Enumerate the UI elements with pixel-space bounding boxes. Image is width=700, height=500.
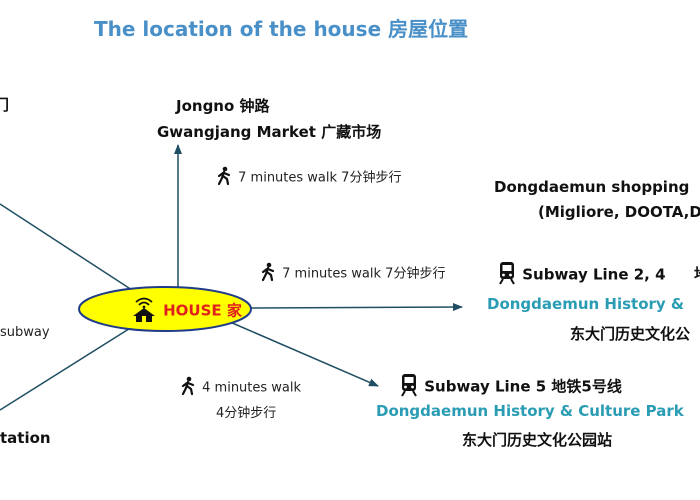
southeast-subway-text: Subway Line 5 地铁5号线 bbox=[424, 377, 622, 396]
train-icon bbox=[497, 261, 517, 289]
north-walk-text: 7 minutes walk 7分钟步行 bbox=[238, 170, 402, 186]
southeast-walk-text: 4 minutes walk bbox=[202, 380, 302, 396]
southeast-walk: 4 minutes walk bbox=[178, 376, 301, 400]
line-lower-left bbox=[0, 326, 133, 411]
left-middle-cut: subway bbox=[0, 325, 50, 340]
east-subway-cut: 地 bbox=[694, 263, 700, 284]
walk-icon bbox=[258, 262, 278, 286]
north-line1: Jongno 钟路 bbox=[176, 97, 270, 115]
walk-icon bbox=[178, 376, 198, 400]
east-top-line2: (Migliore, DOOTA,D bbox=[538, 203, 700, 221]
north-walk: 7 minutes walk 7分钟步行 bbox=[214, 166, 401, 190]
page-title: The location of the house 房屋位置 bbox=[94, 17, 469, 41]
east-subway: Subway Line 2, 4 bbox=[497, 261, 666, 289]
train-icon bbox=[399, 373, 419, 401]
house-ellipse bbox=[78, 286, 252, 332]
southeast-station-en: Dongdaemun History & Culture Park bbox=[376, 402, 684, 420]
east-station-en: Dongdaemun History & bbox=[487, 295, 684, 313]
southeast-subway: Subway Line 5 地铁5号线 bbox=[399, 373, 622, 401]
southeast-station-cn: 东大门历史文化公园站 bbox=[462, 431, 613, 449]
southeast-walk-cn: 4分钟步行 bbox=[216, 406, 277, 421]
arrow-southeast bbox=[229, 321, 379, 387]
walk-icon bbox=[214, 166, 234, 190]
east-walk: 7 minutes walk 7分钟步行 bbox=[258, 262, 445, 286]
east-station-cn: 东大门历史文化公 bbox=[570, 325, 691, 343]
north-line2: Gwangjang Market 广藏市场 bbox=[157, 123, 382, 141]
house-label: HOUSE 家 bbox=[163, 301, 242, 320]
left-top-cut: 门 bbox=[0, 96, 10, 114]
east-walk-text: 7 minutes walk 7分钟步行 bbox=[282, 266, 446, 282]
line-upper-left bbox=[0, 203, 133, 291]
arrow-east bbox=[249, 303, 463, 312]
east-subway-text: Subway Line 2, 4 bbox=[522, 265, 666, 284]
east-top-line1: Dongdaemun shopping bbox=[494, 178, 690, 196]
house-marker: HOUSE 家 bbox=[130, 296, 242, 326]
house-wifi-icon bbox=[130, 296, 158, 326]
left-bottom-cut: tation bbox=[0, 429, 51, 447]
